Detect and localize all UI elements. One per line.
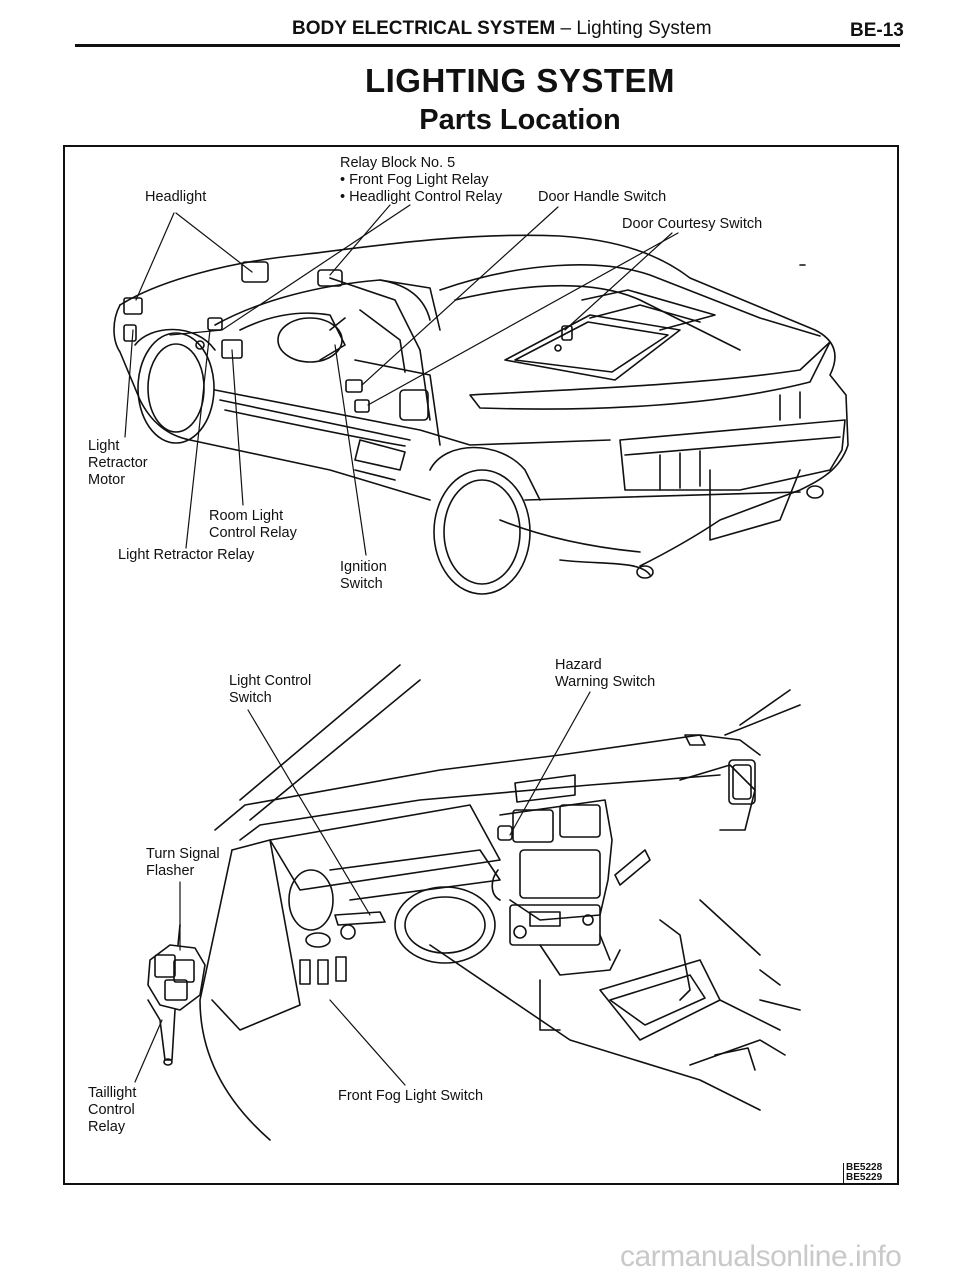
label-hazard-warning-switch: Hazard Warning Switch bbox=[555, 657, 656, 690]
label-ignition-switch: Ignition Switch bbox=[340, 559, 387, 592]
dashboard-illustration bbox=[147, 664, 801, 1141]
section-name: BODY ELECTRICAL SYSTEM bbox=[292, 18, 556, 39]
dashboard-leader-lines bbox=[134, 691, 591, 1086]
label-front-fog-light-switch: Front Fog Light Switch bbox=[338, 1088, 484, 1104]
label-door-handle-switch: Door Handle Switch bbox=[538, 189, 667, 205]
header-rule bbox=[75, 44, 900, 47]
figure-code: BE5228 BE5229 bbox=[843, 1163, 882, 1183]
label-light-retractor-motor: Light Retractor Motor bbox=[88, 438, 148, 488]
label-room-light-control-relay: Room Light Control Relay bbox=[209, 508, 297, 541]
label-taillight-control-relay: Taillight Control Relay bbox=[88, 1085, 137, 1135]
page-title: LIGHTING SYSTEM bbox=[364, 62, 675, 99]
label-headlight: Headlight bbox=[145, 189, 207, 205]
section-subname: – Lighting System bbox=[555, 18, 712, 39]
watermark: carmanualsonline.info bbox=[620, 1240, 902, 1273]
page-subtitle: Parts Location bbox=[419, 104, 621, 136]
headlight-unit bbox=[241, 261, 269, 283]
page-number: BE-13 bbox=[850, 20, 904, 41]
car-illustration bbox=[113, 234, 849, 595]
label-light-retractor-relay: Light Retractor Relay bbox=[118, 547, 255, 563]
page-header: BODY ELECTRICAL SYSTEM – Lighting System… bbox=[0, 18, 960, 41]
figure-frame bbox=[63, 145, 899, 1185]
label-turn-signal-flasher: Turn Signal Flasher bbox=[146, 846, 220, 879]
label-light-control-switch: Light Control Switch bbox=[229, 673, 312, 706]
section-title: BODY ELECTRICAL SYSTEM – Lighting System bbox=[292, 18, 712, 40]
car-leader-lines bbox=[124, 204, 679, 556]
label-door-courtesy-switch: Door Courtesy Switch bbox=[622, 216, 763, 232]
label-relay-block: Relay Block No. 5 • Front Fog Light Rela… bbox=[340, 155, 503, 205]
